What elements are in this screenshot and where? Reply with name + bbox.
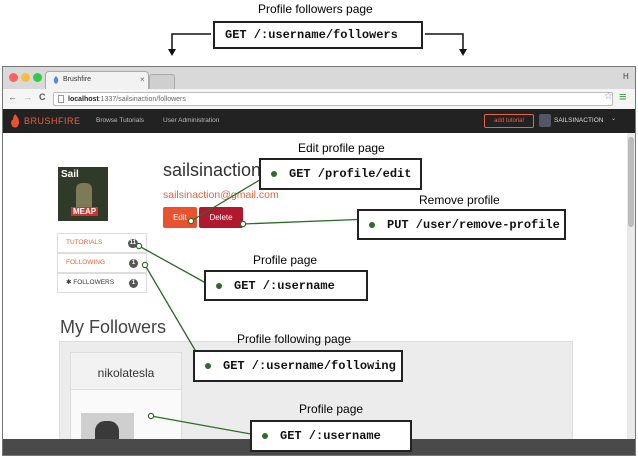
profile-username: sailsinaction xyxy=(163,160,262,180)
tutorials-count-badge: 11 xyxy=(127,239,138,248)
browser-window: Brushfire × H ← → C localhost:1337/sails… xyxy=(2,66,636,456)
site-navbar: BRUSHFIRE Browse Tutorials User Administ… xyxy=(3,109,635,133)
chevron-down-icon[interactable]: ⌄ xyxy=(611,116,617,122)
callout-profile-code-text: GET /:username xyxy=(234,278,335,293)
minimize-window-button[interactable] xyxy=(21,73,30,82)
callout-profile-title: Profile page xyxy=(253,253,318,267)
profile-email[interactable]: sailsinaction@gmail.com xyxy=(163,189,279,201)
sidebar-item-label: FOLLOWING xyxy=(66,259,106,266)
browser-tab[interactable]: Brushfire × xyxy=(45,71,149,89)
cover-text: Sail xyxy=(61,169,79,180)
callout-edit-title: Edit profile page xyxy=(298,141,385,155)
page-scroll-thumb[interactable] xyxy=(628,137,634,227)
callout-profile2-title: Profile page xyxy=(299,402,364,416)
bookmark-star-icon[interactable]: ☆ xyxy=(604,91,613,102)
profile-gravatar: Sail MEAP xyxy=(58,167,108,221)
callout-following-title: Profile following page xyxy=(237,332,352,346)
brushfire-favicon-icon xyxy=(52,76,60,84)
add-tutorial-button[interactable]: add tutorial xyxy=(484,114,534,128)
connector-dot-icon xyxy=(369,221,375,228)
sidebar-item-following[interactable]: FOLLOWING 1 xyxy=(57,253,147,273)
new-tab-button[interactable] xyxy=(149,74,175,90)
callout-following-code-text: GET /:username/following xyxy=(223,359,396,373)
edit-button[interactable]: Edit xyxy=(163,207,197,228)
page-scrollbar[interactable] xyxy=(627,133,635,455)
browser-menu-icon[interactable]: ≡ xyxy=(619,89,627,104)
callout-profile2-code: GET /:username xyxy=(250,420,412,452)
close-window-button[interactable] xyxy=(9,73,18,82)
sidebar-item-tutorials[interactable]: TUTORIALS 11 xyxy=(57,233,147,253)
flame-logo-icon xyxy=(10,114,20,128)
callout-edit-code: GET /profile/edit xyxy=(259,158,422,190)
url-host: localhost xyxy=(68,96,99,103)
forward-icon[interactable]: → xyxy=(23,92,32,102)
nav-user-administration[interactable]: User Administration xyxy=(163,117,220,124)
asterisk-icon: ✱ xyxy=(66,279,72,286)
callout-remove-title: Remove profile xyxy=(419,193,500,207)
callout-followers-code-text: GET /:username/followers xyxy=(225,28,398,42)
url-field[interactable]: localhost:1337/sailsinaction/followers xyxy=(53,92,613,106)
sidebar-item-followers[interactable]: ✱ FOLLOWERS 1 xyxy=(57,273,147,293)
page-icon xyxy=(58,95,64,103)
tab-title: Brushfire xyxy=(63,76,92,83)
follower-card[interactable]: nikolatesla xyxy=(70,352,182,455)
profile-switch-icon[interactable]: H xyxy=(623,72,629,81)
callout-remove-code: PUT /user/remove-profile xyxy=(357,209,566,240)
tab-bar: Brushfire × H xyxy=(3,67,635,90)
reload-icon[interactable]: C xyxy=(39,92,46,102)
callout-edit-code-text: GET /profile/edit xyxy=(289,167,412,181)
following-count-badge: 1 xyxy=(129,259,138,268)
connector-dot-icon xyxy=(262,433,268,439)
url-path: :1337/sailsinaction/followers xyxy=(98,96,186,103)
back-icon[interactable]: ← xyxy=(8,92,17,102)
nav-browse-tutorials[interactable]: Browse Tutorials xyxy=(96,117,145,124)
brand-name[interactable]: BRUSHFIRE xyxy=(24,116,81,126)
callout-profile2-code-text: GET /:username xyxy=(280,429,381,443)
followers-heading: My Followers xyxy=(60,317,167,337)
follower-name[interactable]: nikolatesla xyxy=(97,366,155,380)
cover-figure xyxy=(76,183,92,213)
tab-close-icon[interactable]: × xyxy=(140,75,145,84)
callout-following-code: GET /:username/following xyxy=(193,350,403,382)
callout-followers-title: Profile followers page xyxy=(258,2,373,16)
followers-count-badge: 1 xyxy=(129,279,138,288)
callout-remove-code-text: PUT /user/remove-profile xyxy=(387,217,560,232)
connector-dot-icon xyxy=(205,363,211,369)
connector-dot-icon xyxy=(271,171,277,177)
sidebar-item-label: TUTORIALS xyxy=(66,239,103,246)
maximize-window-button[interactable] xyxy=(33,73,42,82)
delete-button[interactable]: Delete xyxy=(199,207,243,228)
cover-badge: MEAP xyxy=(71,207,99,216)
connector-dot-icon xyxy=(216,282,222,289)
callout-profile-code: GET /:username xyxy=(204,270,368,301)
sidebar-item-label: FOLLOWERS xyxy=(73,279,115,286)
address-bar: ← → C localhost:1337/sailsinaction/follo… xyxy=(3,89,635,110)
user-avatar[interactable] xyxy=(539,114,551,127)
callout-followers-code: GET /:username/followers xyxy=(213,21,423,49)
nav-username[interactable]: SAILSINACTION xyxy=(554,117,604,124)
